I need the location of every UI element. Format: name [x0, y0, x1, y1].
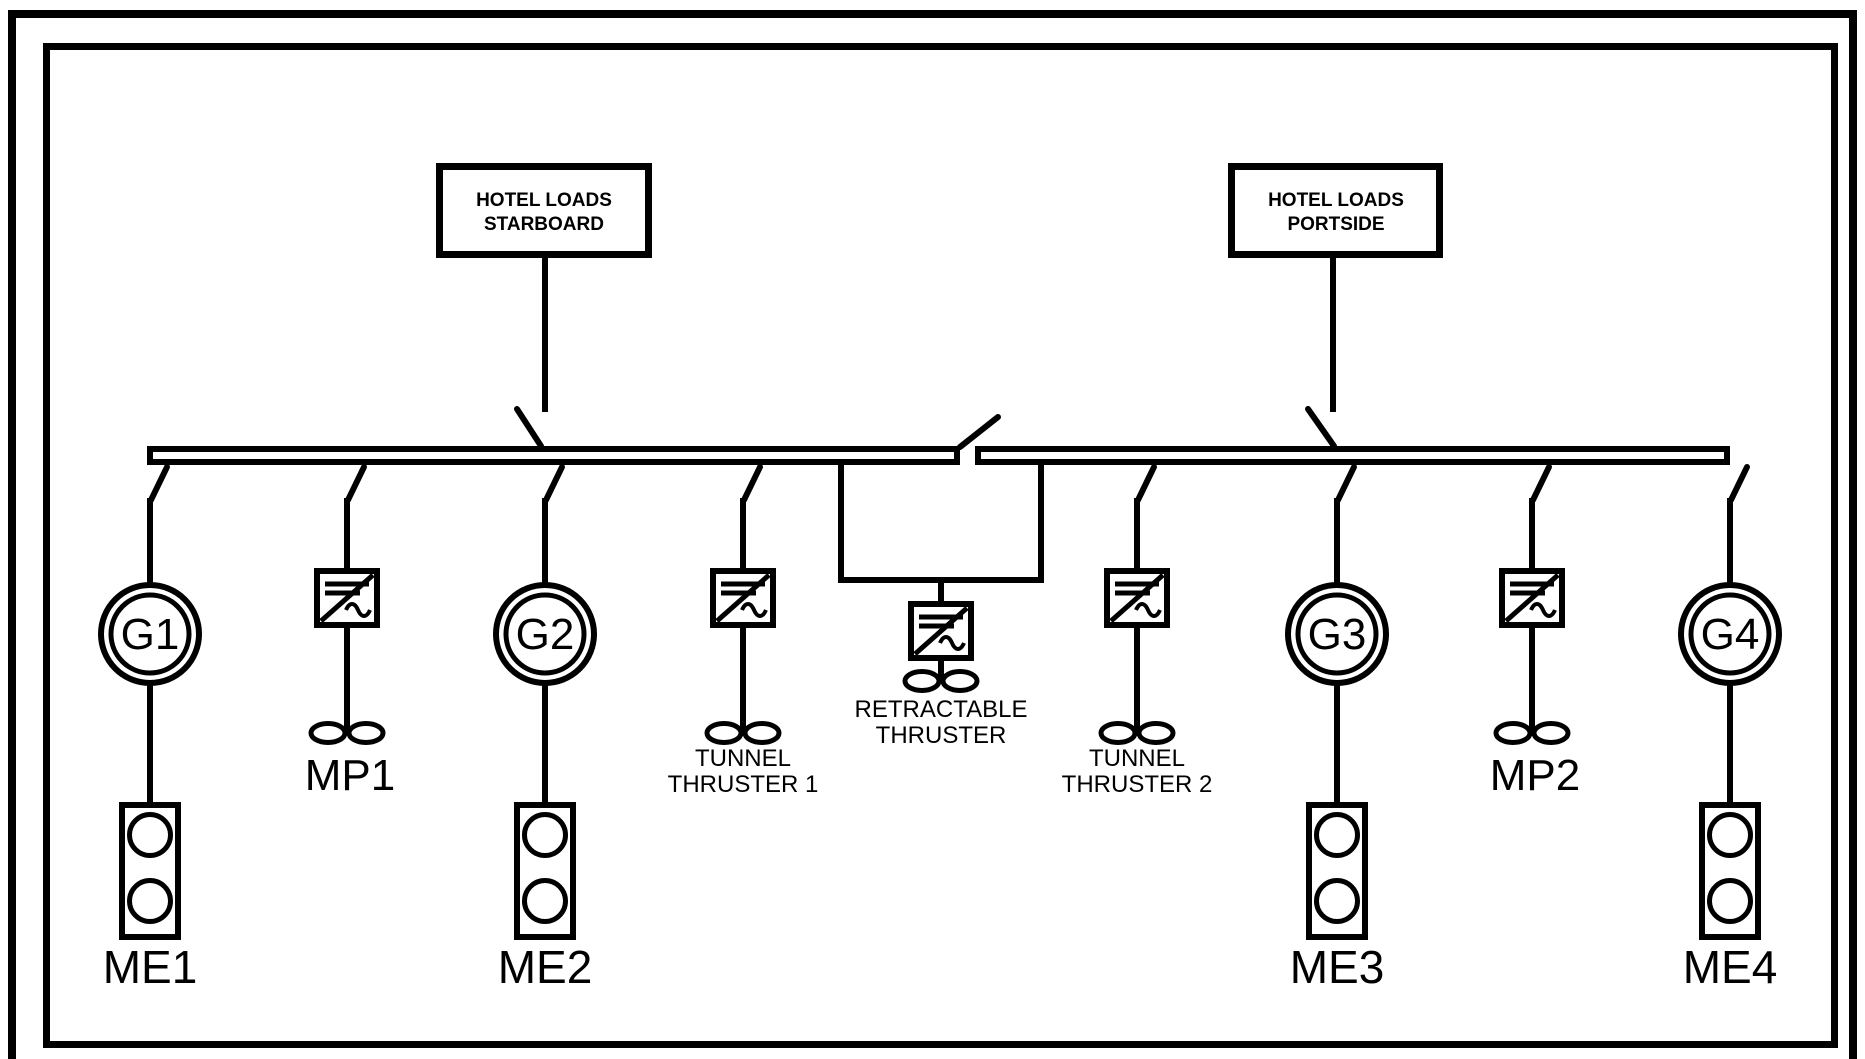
main-engine-symbol: [517, 805, 573, 937]
hotel-starboard-breaker-blade-icon: [514, 406, 544, 449]
breaker-blade-icon: [1335, 464, 1357, 503]
feeder-propulsion-motor-2: MP2: [1490, 464, 1580, 800]
thruster-label-line1: RETRACTABLE: [855, 696, 1028, 723]
inner-frame: [43, 43, 1838, 1048]
generator-label: G4: [1701, 610, 1760, 659]
hotel-starboard-label-line1: HOTEL LOADS: [476, 190, 612, 211]
hotel-portside-label-line1: HOTEL LOADS: [1268, 190, 1404, 211]
hotel-portside-breaker-blade-icon: [1305, 406, 1337, 449]
thruster-label-line2: THRUSTER 2: [1062, 771, 1213, 798]
main-engine-label: ME1: [103, 941, 198, 993]
bus-tie-breaker-blade-icon: [957, 414, 1001, 450]
main-engine-label: ME4: [1683, 941, 1778, 993]
feeder-generator-3: G3 ME3: [1288, 464, 1386, 993]
frequency-converter-icon: [1502, 571, 1562, 625]
dual-feed-bracket: [838, 462, 1044, 583]
busbar-portside: [975, 446, 1730, 465]
feeder-generator-4: G4 ME4: [1681, 464, 1779, 993]
main-engine-symbol: [122, 805, 178, 937]
generator-label: G3: [1308, 610, 1367, 659]
hotel-portside-label-line2: PORTSIDE: [1287, 214, 1384, 235]
hotel-loads-portside: HOTEL LOADS PORTSIDE: [1228, 163, 1443, 449]
hotel-portside-box: [1228, 163, 1443, 258]
breaker-blade-icon: [1135, 464, 1157, 503]
main-engine-symbol: [1309, 805, 1365, 937]
feeder-propulsion-motor-1: MP1: [305, 464, 395, 800]
propulsion-motor-label: MP1: [305, 751, 395, 800]
hotel-starboard-box: [436, 163, 652, 258]
thruster-label-line1: TUNNEL: [1089, 745, 1185, 772]
frequency-converter-icon: [713, 571, 773, 625]
breaker-blade-icon: [1728, 464, 1750, 503]
busbar-starboard: [147, 446, 960, 465]
generator-label: G2: [516, 610, 575, 659]
hotel-loads-starboard: HOTEL LOADS STARBOARD: [436, 163, 652, 449]
frequency-converter-icon: [911, 604, 971, 658]
breaker-blade-icon: [1530, 464, 1552, 503]
feeder-retractable-thruster: RETRACTABLE THRUSTER: [838, 462, 1044, 749]
breaker-blade-icon: [345, 464, 367, 503]
main-engine-symbol: [1702, 805, 1758, 937]
thruster-label-line1: TUNNEL: [695, 745, 791, 772]
breaker-blade-icon: [543, 464, 565, 503]
generator-label: G1: [121, 610, 180, 659]
frequency-converter-icon: [1107, 571, 1167, 625]
propulsion-motor-label: MP2: [1490, 751, 1580, 800]
hotel-starboard-label-line2: STARBOARD: [484, 214, 604, 235]
thruster-label-line2: THRUSTER: [876, 722, 1007, 749]
frequency-converter-icon: [317, 571, 377, 625]
feeder-tunnel-thruster-1: TUNNEL THRUSTER 1: [668, 464, 819, 798]
breaker-blade-icon: [148, 464, 170, 503]
main-engine-label: ME3: [1290, 941, 1385, 993]
outer-frame: [8, 10, 1857, 1059]
thruster-label-line2: THRUSTER 1: [668, 771, 819, 798]
breaker-blade-icon: [741, 464, 763, 503]
feeder-generator-2: G2 ME2: [496, 464, 594, 993]
main-engine-label: ME2: [498, 941, 593, 993]
feeder-tunnel-thruster-2: TUNNEL THRUSTER 2: [1062, 464, 1213, 798]
feeder-generator-1: G1 ME1: [101, 464, 199, 993]
